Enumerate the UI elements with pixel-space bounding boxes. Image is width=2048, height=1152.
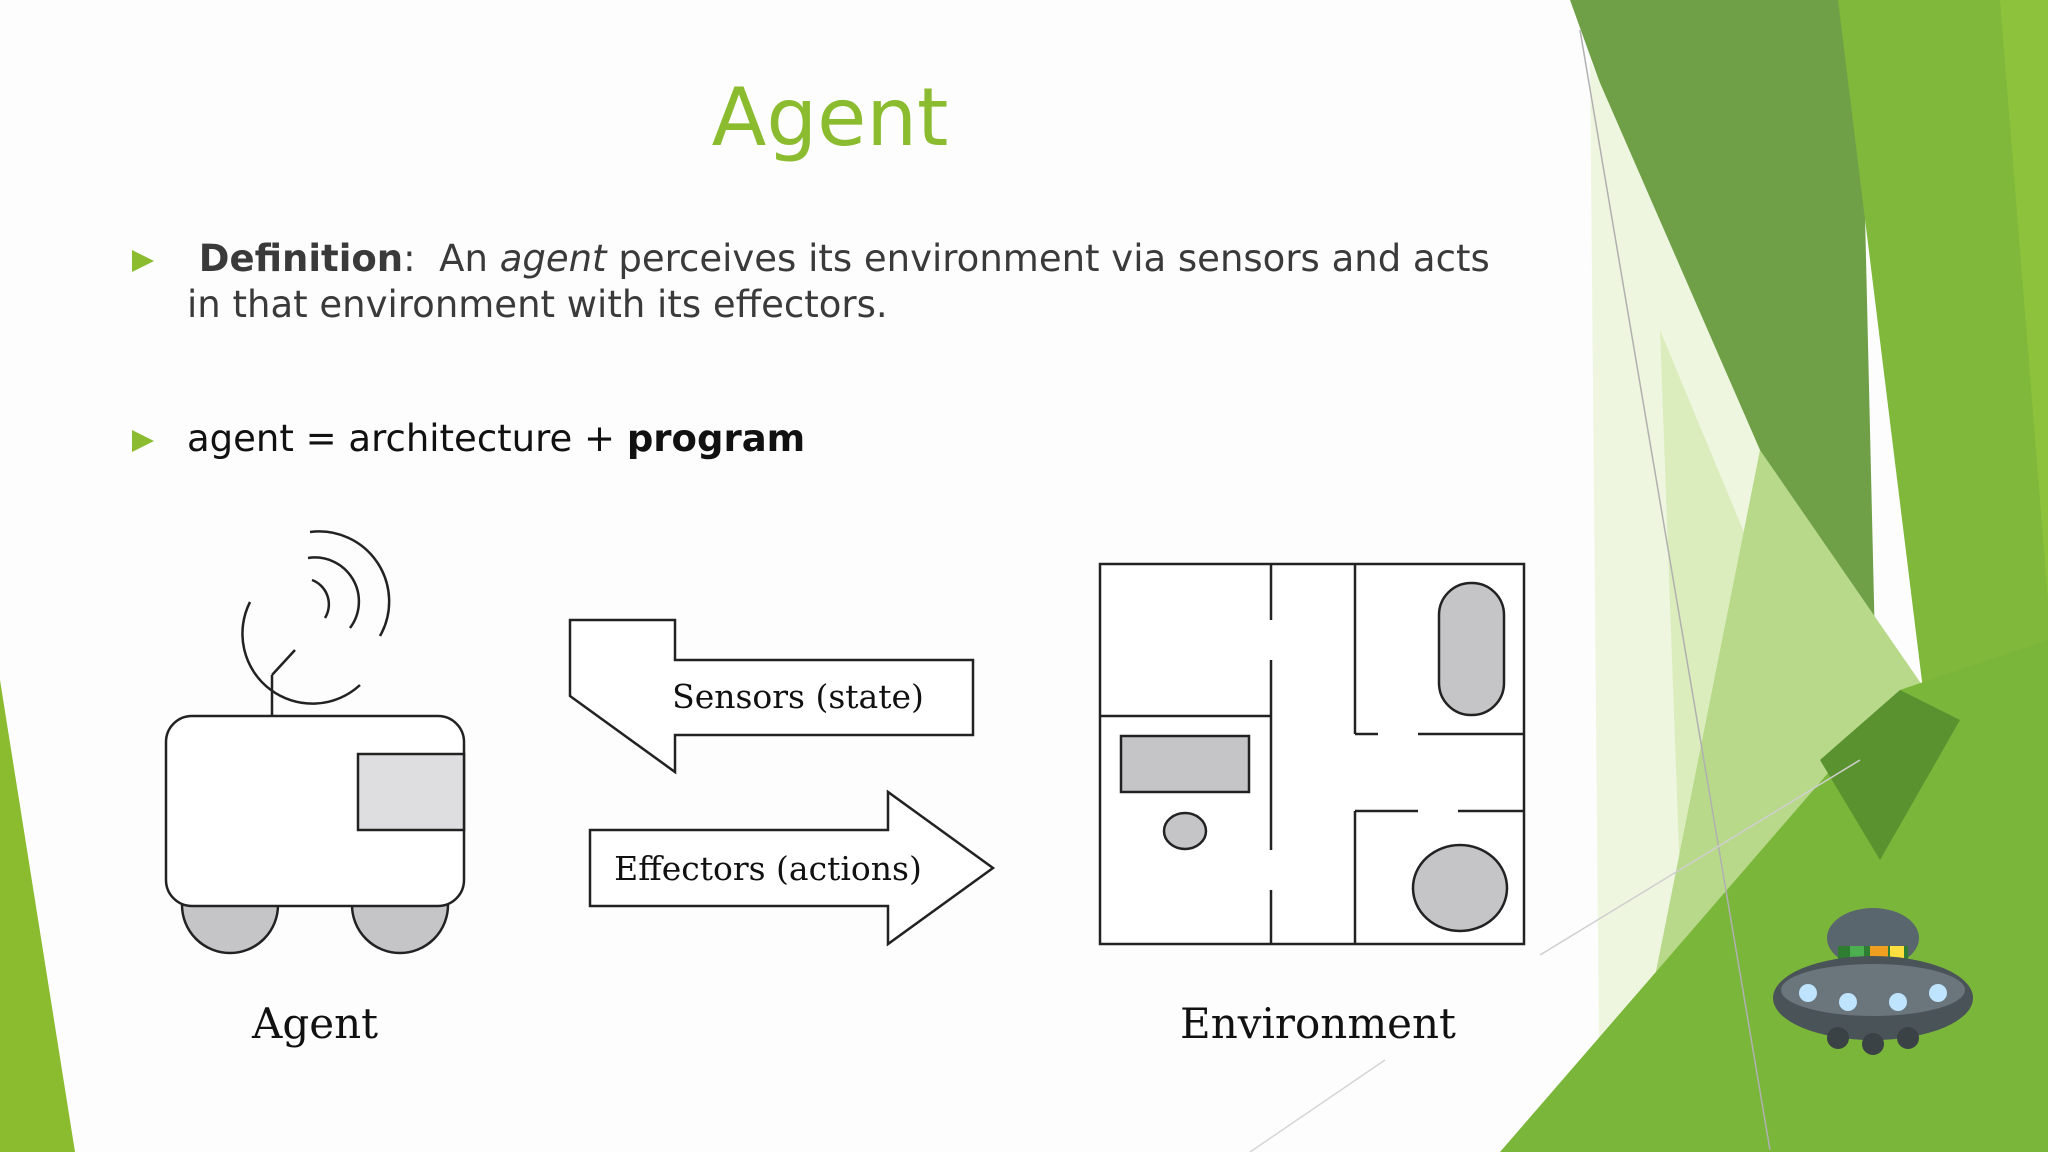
ufo-thruster-3 <box>1897 1027 1919 1049</box>
facet-far-right <box>2000 0 2048 600</box>
wheel-left <box>180 904 280 955</box>
ufo-port-4 <box>1929 984 1947 1002</box>
facet-line-a <box>1579 29 1771 1151</box>
ufo-port-1 <box>1799 984 1817 1002</box>
bullet-list: Definition: An agent perceives its envir… <box>130 236 1530 550</box>
signal-wave-1 <box>311 578 331 619</box>
definition-text-before: An <box>439 237 500 280</box>
ufo-light-yellow <box>1890 946 1904 960</box>
ufo-port-2 <box>1839 993 1857 1011</box>
environment-label: Environment <box>1180 999 1456 1048</box>
ufo-thruster-2 <box>1862 1033 1884 1055</box>
facet-dark-green <box>1820 690 1960 860</box>
definition-emphasis: agent <box>499 237 607 280</box>
robot-panel <box>356 752 466 832</box>
formula-text: agent = architecture + <box>187 417 627 460</box>
agent-label: Agent <box>251 999 378 1048</box>
antenna-feed <box>271 649 296 676</box>
sensors-arrow-shape <box>568 618 975 775</box>
furniture-capsule <box>1437 581 1506 717</box>
triangle-bullet-icon <box>132 250 154 272</box>
furniture-table <box>1119 734 1251 794</box>
bullet-definition: Definition: An agent perceives its envir… <box>130 236 1530 328</box>
triangle-bullet-icon <box>132 430 154 452</box>
effectors-label: Effectors (actions) <box>614 849 922 888</box>
ufo-icon <box>1773 908 1973 1055</box>
definition-colon: : <box>403 237 416 280</box>
wheel-right <box>350 904 450 955</box>
ufo-saucer-highlight <box>1781 964 1965 1016</box>
slide-title: Agent <box>711 71 949 164</box>
ufo-port-3 <box>1889 993 1907 1011</box>
antenna-dish <box>241 601 361 705</box>
facet-left-green <box>0 680 75 1152</box>
furniture-round-table <box>1411 843 1509 933</box>
agent-environment-diagram: Sensors (state) Effectors (actions) Agen… <box>164 530 1526 1048</box>
agent-robot-icon <box>164 530 466 955</box>
bullet-formula: agent = architecture + program <box>130 416 1530 462</box>
effectors-arrow: Effectors (actions) <box>588 789 996 947</box>
definition-label: Definition <box>198 237 404 280</box>
facet-line-c <box>1249 1059 1386 1152</box>
sensors-arrow: Sensors (state) <box>568 618 975 775</box>
signal-wave-2 <box>307 556 361 629</box>
formula-bold: program <box>626 417 806 460</box>
environment-floorplan <box>1098 562 1526 946</box>
furniture-stool <box>1162 811 1208 851</box>
facet-line-b <box>1539 759 1861 956</box>
sensors-label: Sensors (state) <box>672 677 924 716</box>
effectors-arrow-shape <box>588 789 996 947</box>
ufo-thruster-1 <box>1827 1027 1849 1049</box>
signal-wave-3 <box>309 530 391 637</box>
definition-text-after: perceives its environment via sensors an… <box>187 237 1490 326</box>
